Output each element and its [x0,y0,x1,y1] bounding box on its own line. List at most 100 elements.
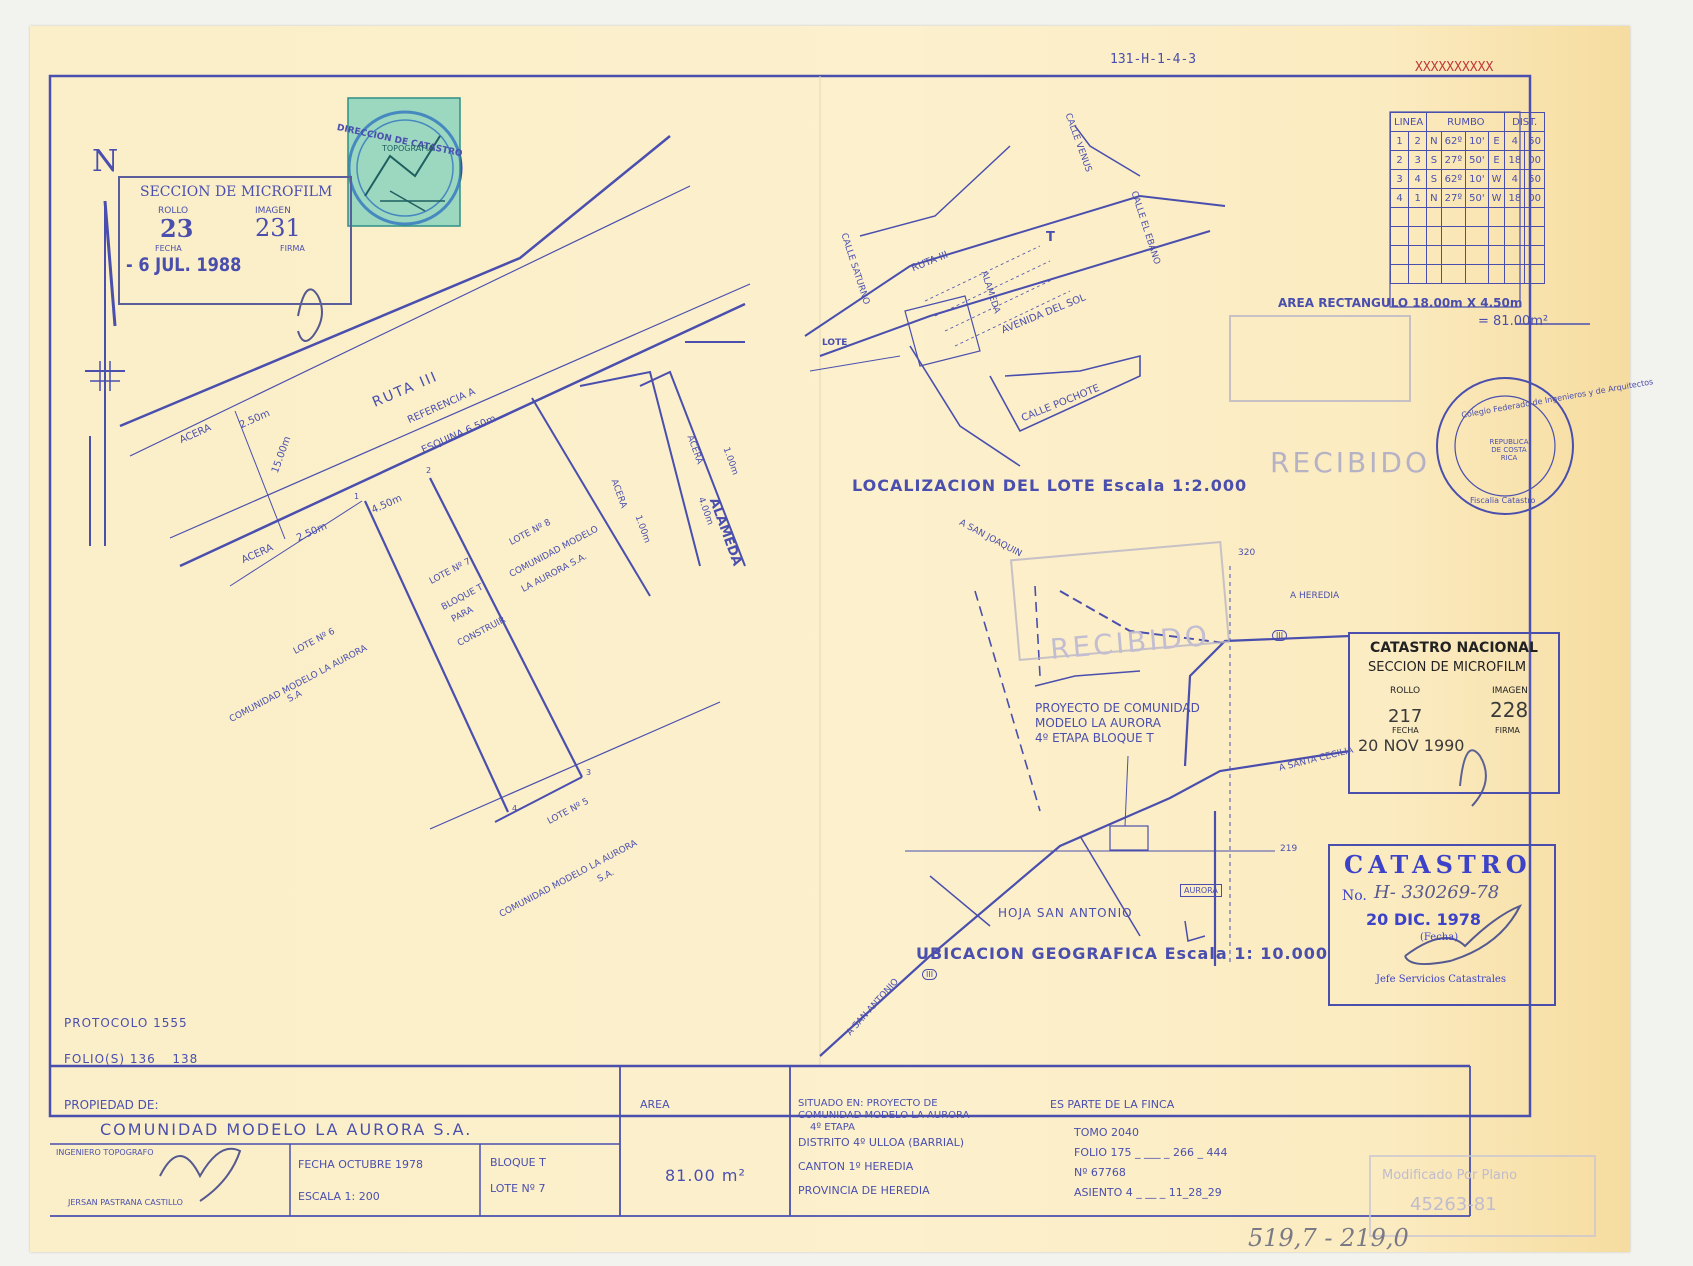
ubi-219: 219 [1280,844,1298,854]
tb-bloque: BLOQUE T [490,1156,546,1169]
rumbo-cell: 50' [1465,188,1489,208]
rumbo-header-dist: DIST. [1504,112,1545,132]
colegio-seal-bottom: Fiscalia Catastro [1470,496,1536,505]
rumbo-cell: 00 [1524,188,1545,208]
ubi-route-badge-2: III [922,969,938,980]
tb-finca: ES PARTE DE LA FINCA [1050,1098,1175,1111]
tb-escala: ESCALA 1: 200 [298,1190,380,1203]
cn-firma-label: FIRMA [1495,726,1520,735]
rumbo-cell: 2 [1408,131,1428,151]
tb-situado: SITUADO EN: PROYECTO DE [798,1098,938,1109]
rumbo-cell: E [1487,131,1506,151]
catastro-fecha-label: (Fecha) [1420,932,1459,943]
colegio-seal [1436,377,1574,515]
rumbo-cell: W [1487,169,1506,189]
tb-canton: CANTON 1º HEREDIA [798,1160,914,1173]
ubicacion-title: UBICACION GEOGRAFICA Escala 1: 10.000 [916,944,1329,963]
rumbo-cell: 1 [1408,188,1428,208]
rumbo-cell: 1 [1389,131,1410,151]
rumbo-cell: N [1426,131,1442,151]
colegio-seal-inner: REPUBLICA DE COSTA RICA [1489,438,1529,462]
rumbo-cell: E [1487,150,1506,170]
area-rectangulo-value: = 81.00m² [1478,314,1549,329]
reference-code-struck: XXXXXXXXXX [1415,60,1494,75]
cn-imagen-label: IMAGEN [1492,686,1528,696]
rumbo-cell: S [1426,150,1442,170]
microfilm-fecha-label: FECHA [155,244,182,253]
faint-stamp-line1: Modificado Por Plano [1382,1168,1518,1183]
recibido-faint-1: RECIBIDO [1270,446,1431,479]
ubi-320: 320 [1238,548,1256,558]
lot-line-1-4 [364,500,509,813]
ubi-route-badge: III [1272,630,1288,641]
rumbo-cell: 50' [1465,150,1489,170]
catastro-nacional-stamp: CATASTRO NACIONAL SECCION DE MICROFILM R… [1348,632,1560,794]
tb-provincia: PROVINCIA DE HEREDIA [798,1184,930,1197]
vertex-4: 4 [512,804,518,813]
rumbo-cell: 4 [1389,188,1410,208]
survey-drawing [48,74,1596,1237]
rumbo-cell: 3 [1389,169,1410,189]
propiedad-label: PROPIEDAD DE: [64,1098,159,1112]
lot-line-4-3 [494,776,583,823]
faint-stamp-line2: 45263-81 [1410,1194,1497,1215]
ruta-south-edge [179,302,746,568]
vertex-3: 3 [586,768,592,777]
rumbo-cell: 18 [1504,150,1526,170]
microfilm-firma-label: FIRMA [280,244,305,253]
ubi-proyecto-line2: MODELO LA AURORA [1035,716,1161,730]
rumbo-cell: 3 [1408,150,1428,170]
tb-situado3: 4º ETAPA [810,1122,855,1133]
cn-fecha-label: FECHA [1392,726,1419,735]
localizacion-title: LOCALIZACION DEL LOTE Escala 1:2.000 [852,476,1248,495]
ruta-north-edge [119,135,671,428]
microfilm-imagen-label: IMAGEN [255,206,291,216]
area-rectangulo: AREA RECTANGULO 18.00m X 4.50m [1278,296,1523,310]
catastro-title: CATASTRO [1344,850,1532,879]
rumbo-cell: 10' [1465,131,1489,151]
rumbo-cell: 4 [1408,169,1428,189]
lot-line-2-3 [429,477,583,778]
rumbo-cell: W [1487,188,1506,208]
folios: FOLIO(S) 136 _ 138 [64,1052,199,1066]
rumbo-cell: 00 [1524,150,1545,170]
tb-lote: LOTE Nº 7 [490,1182,546,1195]
survey-sheet: 131-H-1-4-3 XXXXXXXXXX N SECCION DE MICR… [30,26,1654,1252]
rumbo-cell: 18 [1504,188,1526,208]
cn-imagen: 228 [1490,698,1529,722]
handwritten-bottom: 519,7 - 219,0 [1248,1224,1409,1252]
rumbo-cell: 2 [1389,150,1410,170]
ubi-proyecto-line1: PROYECTO DE COMUNIDAD [1035,701,1200,715]
tb-situado2: COMUNIDAD MODELO LA AURORA [798,1110,970,1121]
stamp-topografia-sub: TOPOGRAFIA [382,144,434,153]
microfilm-stamp-1988: SECCION DE MICROFILM ROLLO IMAGEN 23 231… [118,176,352,305]
vertex-2: 2 [426,466,432,475]
rumbo-cell: 4 [1504,131,1526,151]
cn-rollo-label: ROLLO [1390,686,1421,696]
loc-t: T [1046,230,1055,245]
microfilm-fecha: - 6 JUL. 1988 [126,254,242,276]
protocolo: PROTOCOLO 1555 [64,1016,188,1030]
alameda-block [904,295,981,367]
rumbo-cell: N [1426,188,1442,208]
rumbo-cell: 10' [1465,169,1489,189]
tb-area-label: AREA [640,1098,670,1111]
rumbo-cell: 62º [1440,169,1467,189]
microfilm-rollo-label: ROLLO [158,206,189,216]
cn-fecha: 20 NOV 1990 [1358,736,1465,755]
catastro-nacional-sub: SECCION DE MICROFILM [1368,660,1527,675]
reference-code: 131-H-1-4-3 [1110,52,1197,67]
microfilm-rollo: 23 [160,214,194,243]
vertex-1: 1 [354,492,360,501]
catastro-no: H- 330269-78 [1374,882,1500,903]
microfilm-imagen: 231 [255,214,301,242]
propietario: COMUNIDAD MODELO LA AURORA S.A. [100,1120,473,1139]
tb-distrito: DISTRITO 4º ULLOA (BARRIAL) [798,1136,965,1149]
ubi-heredia: A HEREDIA [1290,591,1340,601]
catastro-jefe: Jefe Servicios Catastrales [1376,974,1506,985]
catastro-no-label: No. [1342,888,1367,904]
